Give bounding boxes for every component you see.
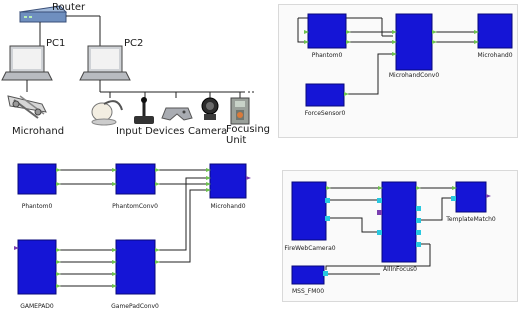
microhand0-component[interactable] bbox=[474, 14, 512, 48]
br-templatematch0-label: TemplateMatch0 bbox=[446, 216, 496, 223]
tr-phantom0-label: Phantom0 bbox=[312, 52, 343, 59]
bl-gamepadconv0-component[interactable] bbox=[112, 240, 160, 294]
phantom0-component[interactable] bbox=[304, 14, 351, 48]
pc2-bus bbox=[100, 80, 256, 98]
tr-forcesensor0-label: ForceSensor0 bbox=[305, 110, 346, 117]
bottom-right-component-diagram bbox=[282, 170, 516, 300]
camera-icon bbox=[202, 98, 218, 120]
bl-gamepad0-label: GAMEPAD0 bbox=[20, 303, 54, 310]
camera-label: Camera bbox=[188, 126, 227, 137]
tr-microhand0-label: Microhand0 bbox=[477, 52, 512, 59]
microhand-label: Microhand bbox=[12, 126, 64, 137]
bl-microhand0-label: Microhand0 bbox=[210, 203, 245, 210]
bl-phantom0-label: Phantom0 bbox=[22, 203, 53, 210]
input-device-joystick-icon bbox=[134, 97, 154, 124]
br-firewebcamera0-label: FireWebCamera0 bbox=[284, 245, 335, 252]
input-device-gamepad-icon bbox=[162, 108, 192, 120]
focusing-unit-label: Focusing Unit bbox=[226, 124, 266, 146]
pc2-laptop-icon bbox=[80, 46, 130, 80]
bl-gamepadconv0-label: GamePadConv0 bbox=[111, 303, 159, 310]
bl-phantomconv0-component[interactable] bbox=[112, 164, 160, 194]
bl-phantomconv0-label: PhantomConv0 bbox=[112, 203, 158, 210]
allinfocus0-component[interactable] bbox=[377, 182, 421, 262]
mss-fm00-component[interactable] bbox=[292, 266, 328, 284]
pc2-label: PC2 bbox=[124, 38, 143, 49]
input-devices-label: Input Devices bbox=[116, 126, 184, 137]
bl-gamepad0-component[interactable] bbox=[14, 240, 61, 294]
br-mss-fm00-label: MSS_FM00 bbox=[292, 288, 324, 295]
bl-microhand0-component[interactable] bbox=[206, 164, 251, 198]
microhand-device-icon bbox=[8, 96, 46, 118]
router-label: Router bbox=[52, 2, 85, 13]
br-allinfocus0-label: AllInFocus0 bbox=[383, 266, 417, 273]
pc1-laptop-icon bbox=[2, 46, 52, 80]
tr-microhandconv0-label: MicrohandConv0 bbox=[389, 72, 439, 79]
microhandconv0-component[interactable] bbox=[392, 14, 437, 70]
input-device-stylus-icon bbox=[92, 101, 122, 125]
focusing-unit-icon bbox=[231, 98, 249, 124]
firewebcamera0-component[interactable] bbox=[292, 182, 331, 240]
pc1-label: PC1 bbox=[46, 38, 65, 49]
templatematch0-component[interactable] bbox=[451, 182, 491, 212]
bl-phantom0-component[interactable] bbox=[18, 164, 61, 194]
bottom-left-component-diagram bbox=[0, 150, 270, 320]
forcesensor0-component[interactable] bbox=[306, 84, 349, 106]
